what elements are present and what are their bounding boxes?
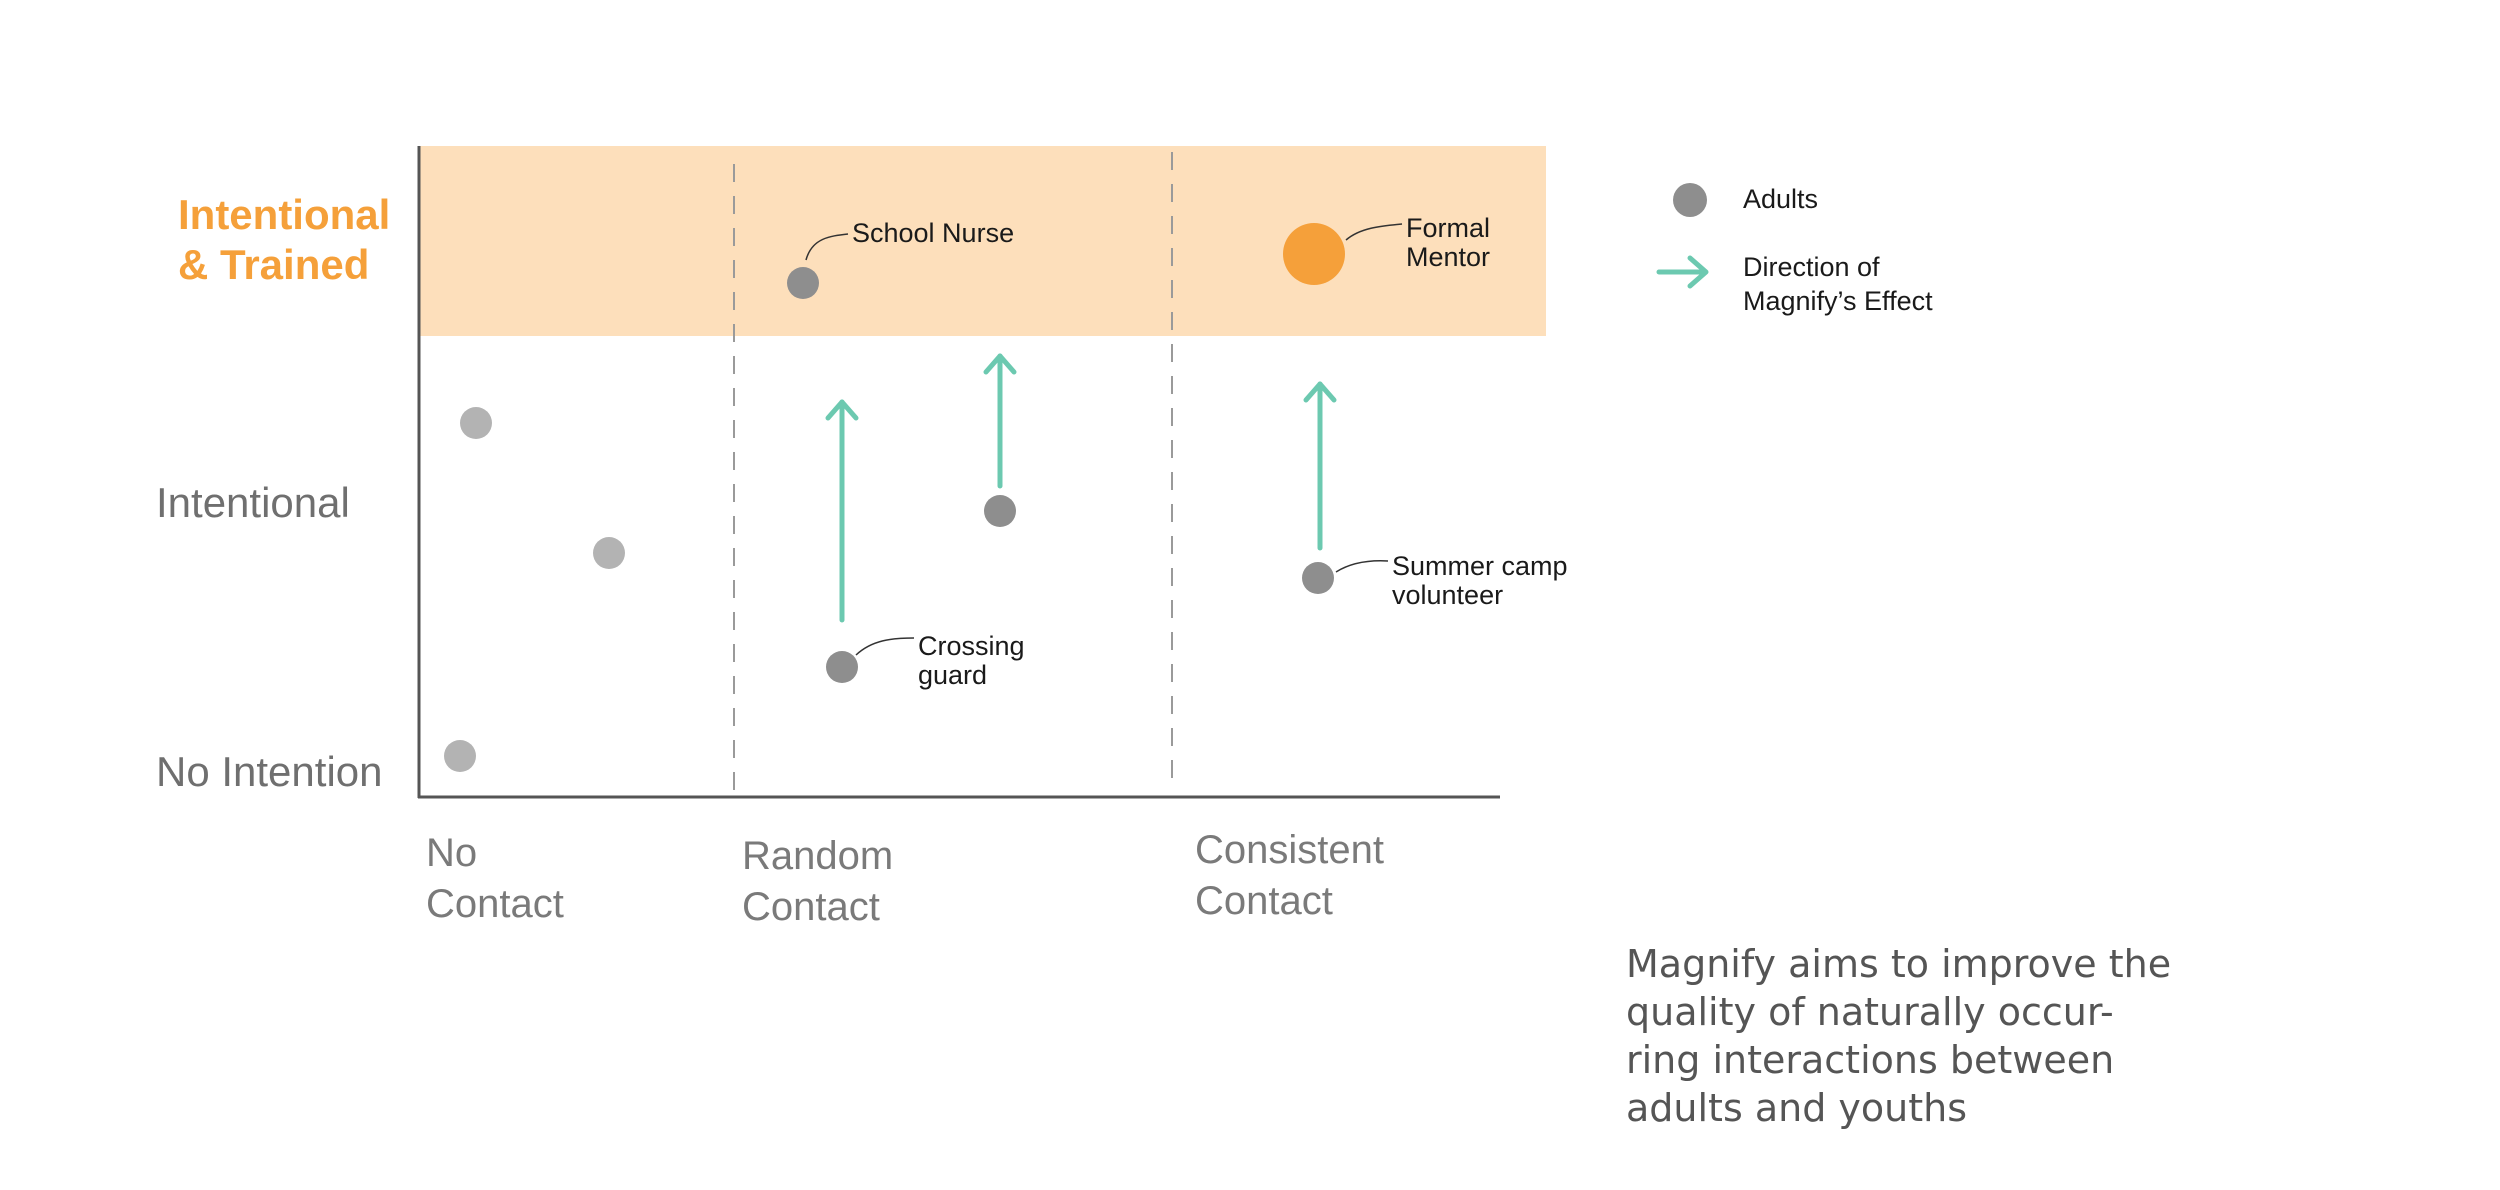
x-label-random: Random Contact xyxy=(742,834,894,929)
label-crossing-guard: Crossing guard xyxy=(918,631,1025,690)
label-formal-mentor: Formal Mentor xyxy=(1406,213,1491,272)
label-leaders xyxy=(805,223,1403,656)
dot-faded-2 xyxy=(593,537,625,569)
adult-dots xyxy=(444,223,1345,772)
arrow-crossing-guard xyxy=(825,399,859,623)
arrow-random-adult xyxy=(983,353,1017,489)
leader-crossing-guard xyxy=(855,637,915,656)
x-label-consistent: Consistent Contact xyxy=(1195,828,1384,923)
y-label-none: No Intention xyxy=(156,748,383,795)
leader-formal-mentor xyxy=(1345,223,1403,241)
legend-direction-label: Direction of Magnify’s Effect xyxy=(1743,252,1933,316)
label-school-nurse: School Nurse xyxy=(852,218,1015,248)
arrow-right-icon xyxy=(1656,255,1709,289)
dot-school-nurse xyxy=(787,267,819,299)
y-label-intentional: Intentional xyxy=(156,479,350,526)
trained-band xyxy=(418,146,1546,336)
leader-school-nurse xyxy=(805,233,849,261)
dot-faded-3 xyxy=(444,740,476,772)
y-label-trained: Intentional & Trained xyxy=(178,191,391,288)
gray-dot-icon xyxy=(1673,183,1707,217)
dot-faded-1 xyxy=(460,407,492,439)
legend-icons xyxy=(1656,183,1709,289)
caption-text: Magnify aims to improve the quality of n… xyxy=(1626,942,2172,1130)
leader-summer-camp-volunteer xyxy=(1335,560,1389,573)
dot-summer-camp-volunteer xyxy=(1302,562,1334,594)
dot-crossing-guard xyxy=(826,651,858,683)
x-label-none: No Contact xyxy=(426,831,564,926)
label-summer-camp-volunteer: Summer camp volunteer xyxy=(1392,551,1568,610)
dot-random-adult xyxy=(984,495,1016,527)
dot-formal-mentor xyxy=(1283,223,1345,285)
effect-arrows xyxy=(825,353,1337,623)
legend-adults-label: Adults xyxy=(1743,184,1819,214)
arrow-summer-camp xyxy=(1303,381,1337,551)
